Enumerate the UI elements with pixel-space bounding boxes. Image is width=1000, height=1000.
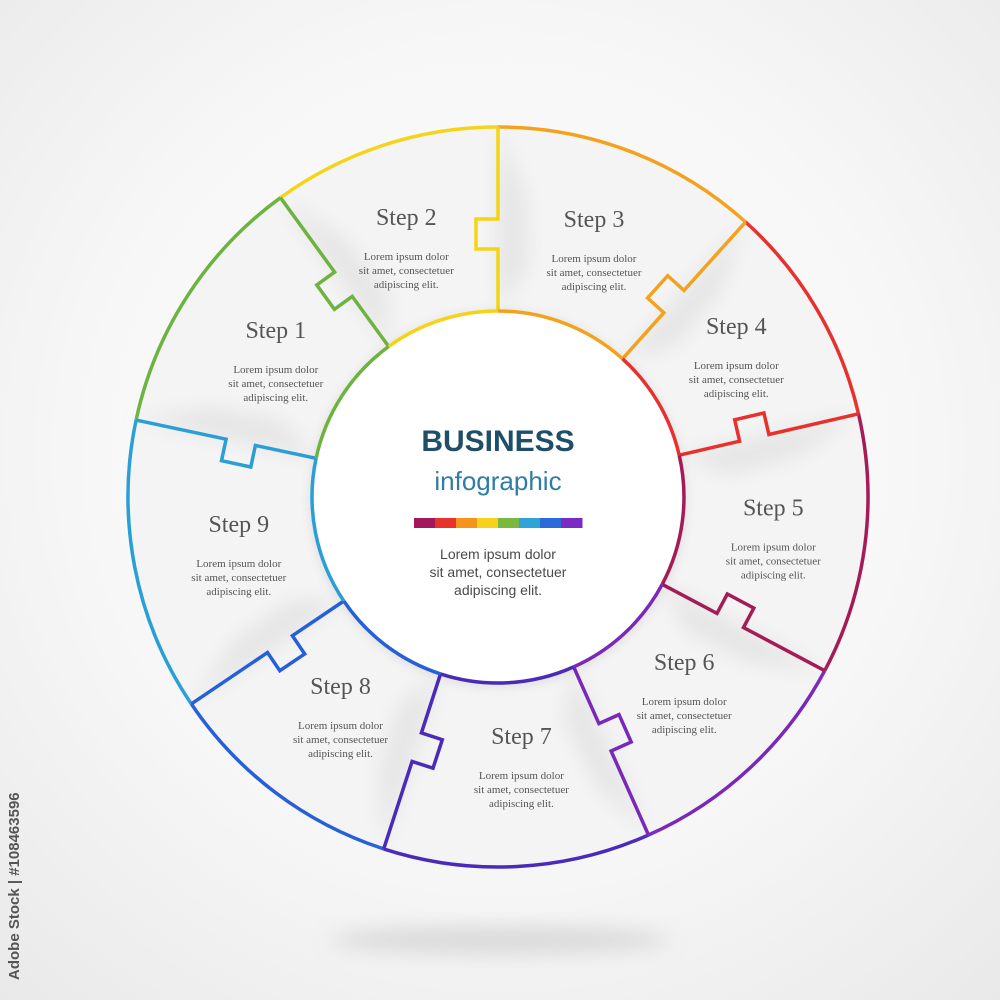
- step-2-label-group: Step 2 Lorem ipsum dolor sit amet, consect…: [359, 205, 454, 291]
- step-7-text-line-2: sit amet, consectetuer: [474, 784, 569, 796]
- step-8-label-group: Step 8 Lorem ipsum dolor sit amet, consect…: [293, 674, 388, 760]
- step-9-inner-arc: [310, 457, 346, 602]
- step-6-outer-arc: [647, 669, 827, 837]
- color-bar-swatch-2: [435, 518, 457, 528]
- step-4-title: Step 4: [706, 314, 767, 340]
- divider-6-puzzle-tab: [661, 582, 826, 673]
- step-7-text-line-3: adipiscing elit.: [489, 798, 554, 810]
- step-8-inner-arc: [342, 600, 442, 676]
- step-9-text-line-1: Lorem ipsum dolor: [196, 558, 281, 570]
- step-1-label-group: Step 1 Lorem ipsum dolor sit amet, consect…: [228, 318, 323, 404]
- divider-3-puzzle-tab: [474, 127, 500, 311]
- color-bar-swatch-4: [477, 518, 499, 528]
- step-7-text-line-1: Lorem ipsum dolor: [479, 770, 564, 782]
- step-6-text-line-1: Lorem ipsum dolor: [642, 696, 727, 708]
- step-3-inner-arc: [497, 309, 624, 361]
- center-text-line-1: Lorem ipsum dolor: [440, 546, 556, 562]
- step-1-inner-arc: [314, 345, 390, 459]
- step-1-title: Step 1: [245, 318, 306, 344]
- step-7-outer-arc: [383, 833, 650, 869]
- divider-1-shadow: [136, 407, 317, 459]
- step-4-outer-arc: [744, 220, 861, 415]
- color-bar-swatch-3: [456, 518, 478, 528]
- step-6-text-line-3: adipiscing elit.: [652, 724, 717, 736]
- color-bar-swatch-8: [561, 518, 583, 528]
- divider-5-puzzle-tab: [678, 410, 859, 457]
- step-1-text-line-3: adipiscing elit.: [243, 392, 308, 404]
- step-4-inner-arc: [621, 357, 681, 456]
- step-3-text-line-1: Lorem ipsum dolor: [552, 253, 637, 265]
- step-5-label-group: Step 5 Lorem ipsum dolor sit amet, consect…: [726, 496, 821, 582]
- divider-9-puzzle-tab: [190, 599, 345, 706]
- color-bar-swatch-7: [540, 518, 562, 528]
- step-9-outer-arc: [126, 419, 193, 705]
- step-1-text-line-2: sit amet, consectetuer: [228, 378, 323, 390]
- stock-watermark-id: Adobe Stock | #108463596: [6, 792, 23, 980]
- step-8-text-line-1: Lorem ipsum dolor: [298, 720, 383, 732]
- step-9-title: Step 9: [208, 512, 269, 538]
- step-7-title: Step 7: [491, 724, 552, 750]
- step-7-inner-arc: [439, 665, 575, 685]
- step-3-text-line-3: adipiscing elit.: [562, 281, 627, 293]
- divider-3-shadow: [498, 127, 528, 311]
- step-6-text-line-2: sit amet, consectetuer: [637, 710, 732, 722]
- step-8-text-line-3: adipiscing elit.: [308, 748, 373, 760]
- step-8-text-line-2: sit amet, consectetuer: [293, 734, 388, 746]
- step-5-title: Step 5: [743, 496, 804, 522]
- step-8-title: Step 8: [310, 674, 371, 700]
- center-subtitle: infographic: [434, 466, 561, 496]
- rainbow-color-bar: [414, 518, 583, 528]
- center-text-line-2: sit amet, consectetuer: [430, 564, 567, 580]
- step-5-outer-arc: [823, 413, 870, 672]
- step-2-text-line-1: Lorem ipsum dolor: [364, 251, 449, 263]
- step-5-inner-arc: [660, 454, 686, 586]
- color-bar-swatch-6: [519, 518, 541, 528]
- step-9-text-line-2: sit amet, consectetuer: [191, 572, 286, 584]
- step-2-text-line-3: adipiscing elit.: [374, 279, 439, 291]
- step-6-title: Step 6: [654, 650, 715, 676]
- step-7-label-group: Step 7 Lorem ipsum dolor sit amet, consect…: [474, 724, 569, 810]
- step-9-text-line-3: adipiscing elit.: [206, 586, 271, 598]
- step-3-outer-arc: [497, 125, 747, 224]
- step-2-title: Step 2: [376, 205, 437, 231]
- divider-5-shadow: [679, 413, 859, 475]
- step-labels: Step 1 Lorem ipsum dolor sit amet, consect…: [191, 205, 821, 810]
- outer-ring-arcs: [126, 125, 870, 869]
- step-1-outer-arc: [134, 196, 282, 421]
- center-title: BUSINESS: [421, 425, 574, 458]
- segment-dividers: [135, 127, 859, 850]
- step-3-text-line-2: sit amet, consectetuer: [547, 267, 642, 279]
- step-5-text-line-3: adipiscing elit.: [741, 570, 806, 582]
- divider-1-puzzle-tab: [135, 418, 317, 470]
- step-6-label-group: Step 6 Lorem ipsum dolor sit amet, consect…: [637, 650, 732, 736]
- step-9-label-group: Step 9 Lorem ipsum dolor sit amet, consect…: [191, 512, 286, 598]
- step-4-label-group: Step 4 Lorem ipsum dolor sit amet, consect…: [689, 314, 784, 400]
- center-circle: [312, 311, 684, 683]
- divider-7-puzzle-tab: [572, 666, 651, 836]
- center-text-line-3: adipiscing elit.: [454, 582, 542, 598]
- step-2-inner-arc: [387, 309, 499, 348]
- color-bar-swatch-1: [414, 518, 436, 528]
- step-5-text-line-2: sit amet, consectetuer: [726, 556, 821, 568]
- step-3-title: Step 3: [564, 207, 625, 233]
- divider-4-puzzle-tab: [621, 220, 747, 360]
- step-2-outer-arc: [279, 125, 499, 200]
- step-8-outer-arc: [189, 702, 385, 851]
- divider-8-puzzle-tab: [382, 673, 445, 850]
- color-bar-swatch-5: [498, 518, 520, 528]
- step-6-inner-arc: [572, 583, 664, 669]
- center-circle-border: [310, 309, 686, 685]
- divider-2-puzzle-tab: [279, 196, 391, 348]
- divider-7-shadow: [564, 666, 649, 835]
- step-4-text-line-1: Lorem ipsum dolor: [694, 360, 779, 372]
- step-2-text-line-2: sit amet, consectetuer: [359, 265, 454, 277]
- step-5-text-line-1: Lorem ipsum dolor: [731, 542, 816, 554]
- step-3-label-group: Step 3 Lorem ipsum dolor sit amet, consect…: [547, 207, 642, 293]
- step-4-text-line-2: sit amet, consectetuer: [689, 374, 784, 386]
- step-4-text-line-3: adipiscing elit.: [704, 388, 769, 400]
- step-1-text-line-1: Lorem ipsum dolor: [233, 364, 318, 376]
- ground-shadow: [330, 926, 670, 954]
